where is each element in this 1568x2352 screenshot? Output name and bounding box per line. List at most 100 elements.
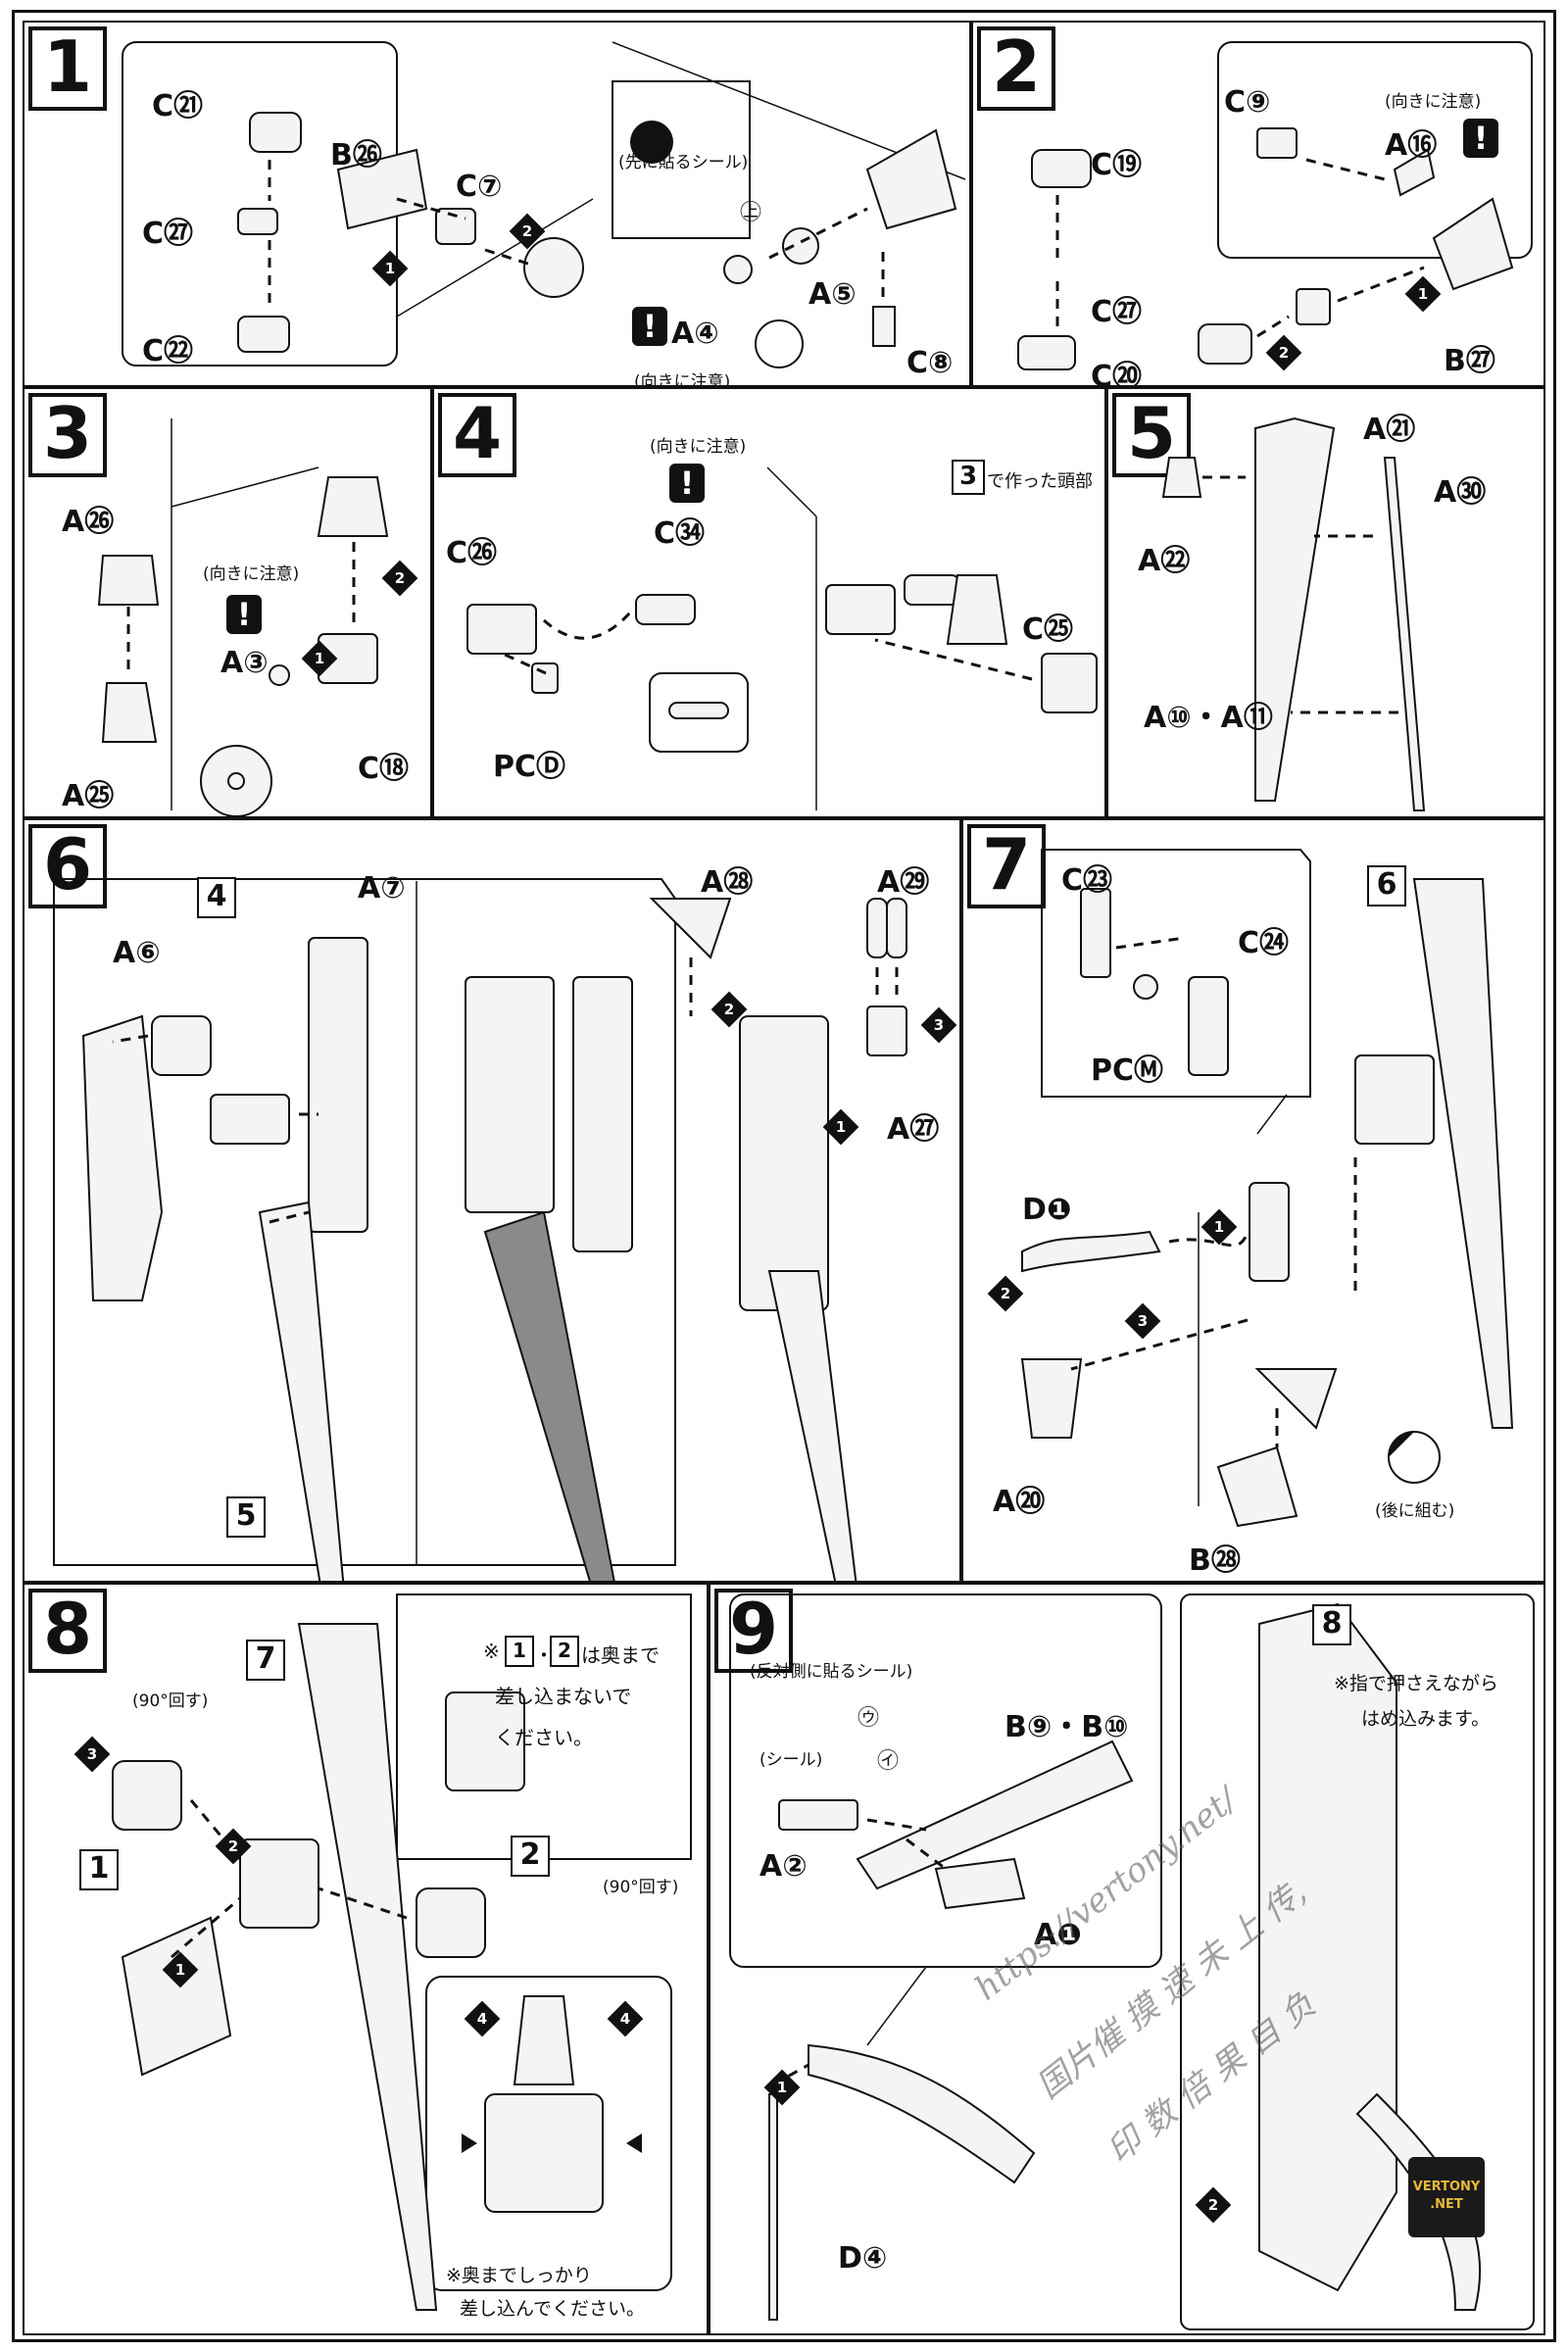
step-reference: 6	[1367, 865, 1406, 906]
order-marker: 1	[763, 2069, 801, 2106]
part-label: A㉘	[701, 865, 754, 900]
part-label: A④	[671, 317, 719, 351]
part-label: A⑦	[358, 871, 406, 906]
step-4-diagram	[466, 466, 1098, 810]
step-7-diagram	[1020, 849, 1514, 1528]
order-marker: 3	[74, 1736, 111, 1773]
warning-icon: !	[226, 595, 262, 634]
part-label: PCⒹ	[493, 750, 566, 784]
logo-text: VERTONY	[1412, 2180, 1481, 2194]
order-marker: 2	[710, 991, 748, 1028]
step-reference: 2	[511, 1836, 550, 1877]
insert-warning-ref-2: 2	[550, 1636, 579, 1667]
step-number: 9	[714, 1589, 793, 1673]
seal-code: ㋒	[858, 1706, 880, 1731]
warning-icon: !	[632, 307, 667, 346]
seal-word: (シール)	[760, 1750, 823, 1770]
sticker-code: ㊤	[740, 201, 762, 225]
press-note: はめ込みます。	[1361, 1708, 1491, 1730]
assemble-later-note: (後に組む)	[1375, 1501, 1455, 1521]
order-marker: 1	[822, 1108, 859, 1146]
order-marker: 1	[1200, 1208, 1238, 1246]
bottom-note: 差し込んでください。	[460, 2298, 646, 2320]
part-label: C㉔	[1238, 926, 1290, 960]
insert-warning-ref-1: 1	[505, 1636, 534, 1667]
orientation-note: (向きに注意)	[650, 437, 747, 457]
step-reference: 1	[79, 1849, 119, 1890]
step-9-panel: 9 B⑨・B⑩ A② A❶ D④ (反対側に貼るシール)	[709, 1583, 1545, 2335]
order-marker: 4	[607, 2000, 644, 2037]
part-label: C⑨	[1224, 85, 1271, 120]
insert-warning-text: 差し込まないで	[495, 1685, 632, 1708]
part-label: A②	[760, 1849, 808, 1884]
seal-code: ㋑	[877, 1749, 900, 1774]
part-label: A㉑	[1363, 413, 1416, 447]
part-label: C⑱	[358, 752, 410, 786]
head-note: で作った頭部	[987, 471, 1093, 492]
part-label: C⑲	[1091, 148, 1143, 182]
step-4-panel: 4 C㉖ C㉞ PCⒹ C㉕ (向きに注意)	[432, 387, 1106, 818]
step-reference: 5	[226, 1496, 266, 1538]
part-label: A⑥	[113, 936, 161, 970]
order-marker: 1	[371, 250, 409, 287]
order-marker: 1	[301, 640, 338, 677]
part-label: D④	[838, 2241, 888, 2276]
part-label: A⑳	[993, 1485, 1046, 1519]
step-number: 8	[28, 1589, 107, 1673]
press-note: ※指で押さえながら	[1334, 1673, 1498, 1694]
vertony-logo: VERTONY .NET	[1408, 2157, 1485, 2237]
orientation-note: (向きに注意)	[1385, 92, 1482, 112]
step-reference: 4	[197, 877, 236, 918]
order-marker: 2	[1265, 334, 1302, 371]
insert-warning-text: は奥まで	[581, 1643, 660, 1667]
step-5-diagram	[1161, 416, 1426, 811]
part-label: C㉒	[142, 334, 194, 368]
step-number: 1	[28, 26, 107, 111]
step-7-panel: 7	[961, 818, 1545, 1583]
part-label: B㉗	[1444, 344, 1495, 378]
sticker-note: (先に貼るシール)	[618, 153, 749, 172]
step-number: 7	[967, 824, 1046, 908]
insert-warning-mark: ※	[483, 1640, 500, 1663]
part-label: B㉖	[330, 138, 382, 172]
warning-icon: !	[1463, 119, 1498, 158]
step-5-panel: 5 A㉑ A㉚ A㉒ A⑩・A⑪	[1106, 387, 1545, 818]
part-label: A③	[220, 646, 269, 680]
step-9-diagram	[729, 1593, 1535, 2330]
step-8-diagram	[112, 1593, 692, 2311]
part-label: A㉙	[877, 865, 930, 900]
step-8-panel: 8 7 1	[23, 1583, 709, 2335]
part-label: A⑩・A⑪	[1144, 701, 1273, 735]
order-marker: 3	[920, 1006, 957, 1044]
rotate-note: (90°回す)	[603, 1878, 679, 1897]
part-label: A㉚	[1434, 475, 1487, 510]
part-label: B⑨・B⑩	[1004, 1710, 1129, 1744]
step-number: 6	[28, 824, 107, 908]
part-label: C㉖	[446, 536, 498, 570]
insert-warning-text: ください。	[495, 1726, 593, 1749]
step-number: 4	[438, 393, 516, 477]
part-label: C㉑	[152, 89, 204, 123]
step-reference: 3	[952, 460, 985, 495]
step-1-diagram	[122, 41, 966, 368]
step-3-panel: 3 A㉖ A㉕ A③ C⑱ (向きに注意) ! 1 2	[23, 387, 432, 818]
orientation-note: (向きに注意)	[634, 372, 731, 387]
step-number: 5	[1112, 393, 1191, 477]
warning-icon: !	[669, 464, 705, 503]
order-marker: 2	[987, 1275, 1024, 1312]
order-marker: 2	[215, 1828, 252, 1865]
order-marker: 2	[381, 560, 418, 597]
part-label: A㉒	[1138, 544, 1191, 578]
step-number: 3	[28, 393, 107, 477]
step-6-panel: 6	[23, 818, 961, 1583]
part-label: C㉞	[654, 516, 706, 551]
instruction-page: 1	[12, 10, 1556, 2342]
order-marker: 4	[464, 2000, 501, 2037]
sticker-note: (反対側に貼るシール)	[750, 1662, 913, 1682]
order-marker: 2	[509, 213, 546, 250]
step-1-panel: 1	[23, 21, 971, 387]
part-label: C⑳	[1091, 360, 1143, 387]
part-label: D❶	[1022, 1193, 1072, 1227]
part-label: PCⓂ	[1091, 1054, 1164, 1088]
part-label: C⑧	[906, 346, 954, 380]
